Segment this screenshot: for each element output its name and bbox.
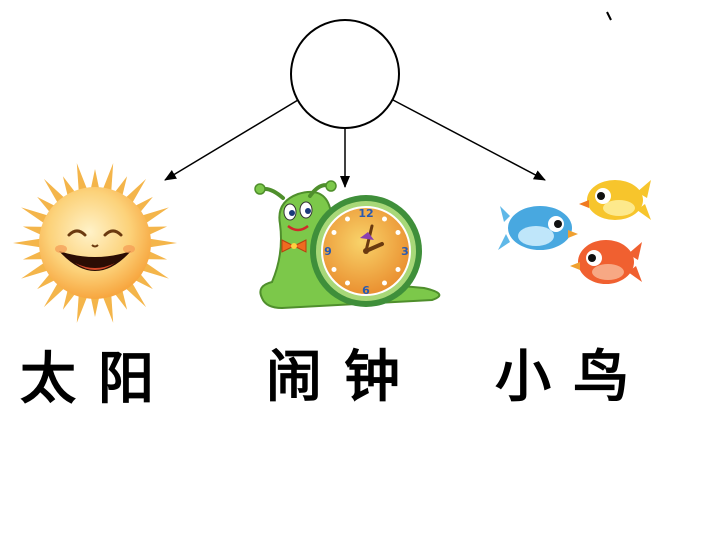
center-node <box>290 19 400 129</box>
svg-text:3: 3 <box>401 245 409 258</box>
smiling-sun-icon <box>13 163 177 323</box>
label-birds: 小鸟 <box>495 345 651 410</box>
snail-alarm-clock-icon: 12 3 6 9 <box>254 180 441 310</box>
arrow-to-birds <box>392 99 546 181</box>
svg-text:12: 12 <box>358 207 373 220</box>
label-alarm-clock: 闹钟 <box>266 345 422 410</box>
arrow-to-sun <box>164 99 299 181</box>
stray-mark <box>606 11 612 21</box>
label-sun: 太阳 <box>20 347 176 412</box>
svg-text:9: 9 <box>324 245 332 258</box>
cartoon-birds-icon <box>498 180 651 284</box>
svg-text:6: 6 <box>362 284 370 297</box>
